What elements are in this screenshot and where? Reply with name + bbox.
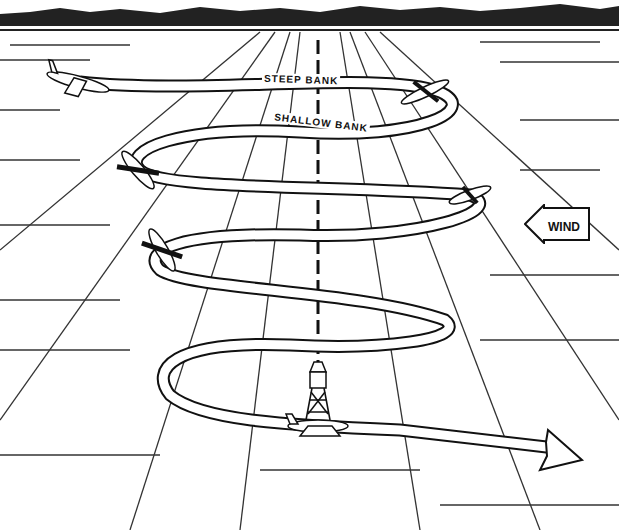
horizon-line bbox=[0, 29, 619, 31]
wind-label: WIND bbox=[548, 220, 580, 234]
exit-arrowhead bbox=[540, 430, 582, 470]
ground-grid bbox=[0, 32, 619, 530]
water-tower bbox=[306, 362, 330, 420]
spiral-path bbox=[80, 82, 555, 448]
horizon-mountains bbox=[0, 4, 619, 26]
pivot-axis bbox=[317, 40, 320, 380]
wind-arrow: WIND bbox=[524, 204, 590, 244]
airplanes bbox=[42, 60, 495, 436]
